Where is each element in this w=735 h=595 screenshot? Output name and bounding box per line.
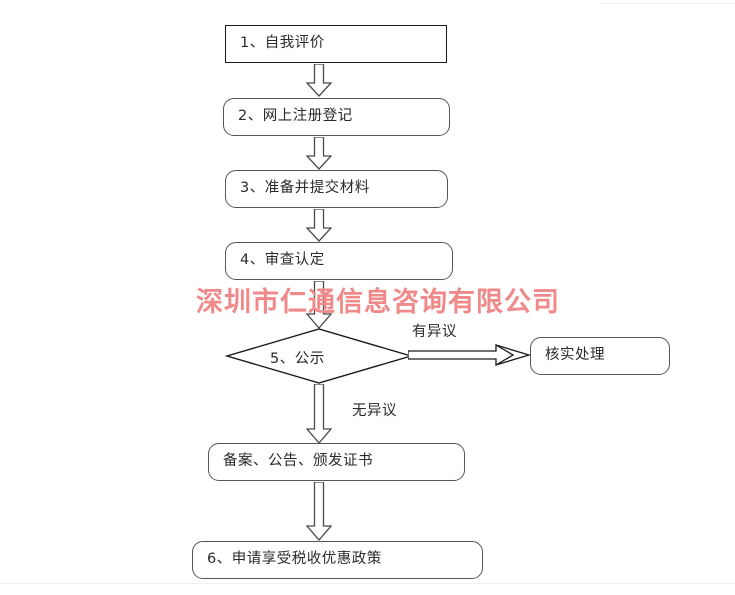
node-label: 2、网上注册登记 xyxy=(238,108,353,125)
bottom-hairline xyxy=(0,583,735,584)
arrow-down-no-objection xyxy=(306,384,332,444)
node-label: 3、准备并提交材料 xyxy=(240,180,370,197)
top-hairline xyxy=(600,3,735,4)
node-label: 备案、公告、颁发证书 xyxy=(223,453,373,470)
company-watermark: 深圳市仁通信息咨询有限公司 xyxy=(196,287,560,318)
node-label: 5、公示 xyxy=(270,351,325,367)
node-review-recognition[interactable]: 4、审查认定 xyxy=(225,242,453,280)
arrow-right-objection xyxy=(408,341,530,369)
arrow-down-5 xyxy=(306,482,332,541)
node-public-notice-decision[interactable]: 5、公示 xyxy=(224,328,414,384)
node-label: 4、审查认定 xyxy=(240,252,325,269)
arrow-down-4 xyxy=(306,281,332,329)
node-apply-tax-benefits[interactable]: 6、申请享受税收优惠政策 xyxy=(192,541,483,579)
edge-label-objection: 有异议 xyxy=(412,324,457,340)
node-online-registration[interactable]: 2、网上注册登记 xyxy=(223,98,450,136)
node-label: 核实处理 xyxy=(545,347,605,364)
arrow-down-1 xyxy=(306,64,332,97)
node-label: 1、自我评价 xyxy=(240,35,325,52)
node-self-assessment[interactable]: 1、自我评价 xyxy=(225,25,447,63)
arrow-down-2 xyxy=(306,137,332,170)
node-verification-handling[interactable]: 核实处理 xyxy=(530,337,670,375)
node-prepare-submit-materials[interactable]: 3、准备并提交材料 xyxy=(225,170,448,208)
node-label: 6、申请享受税收优惠政策 xyxy=(207,551,382,568)
node-filing-announcement-certificate[interactable]: 备案、公告、颁发证书 xyxy=(208,443,465,481)
edge-label-no-objection: 无异议 xyxy=(352,403,397,419)
arrow-down-3 xyxy=(306,209,332,242)
